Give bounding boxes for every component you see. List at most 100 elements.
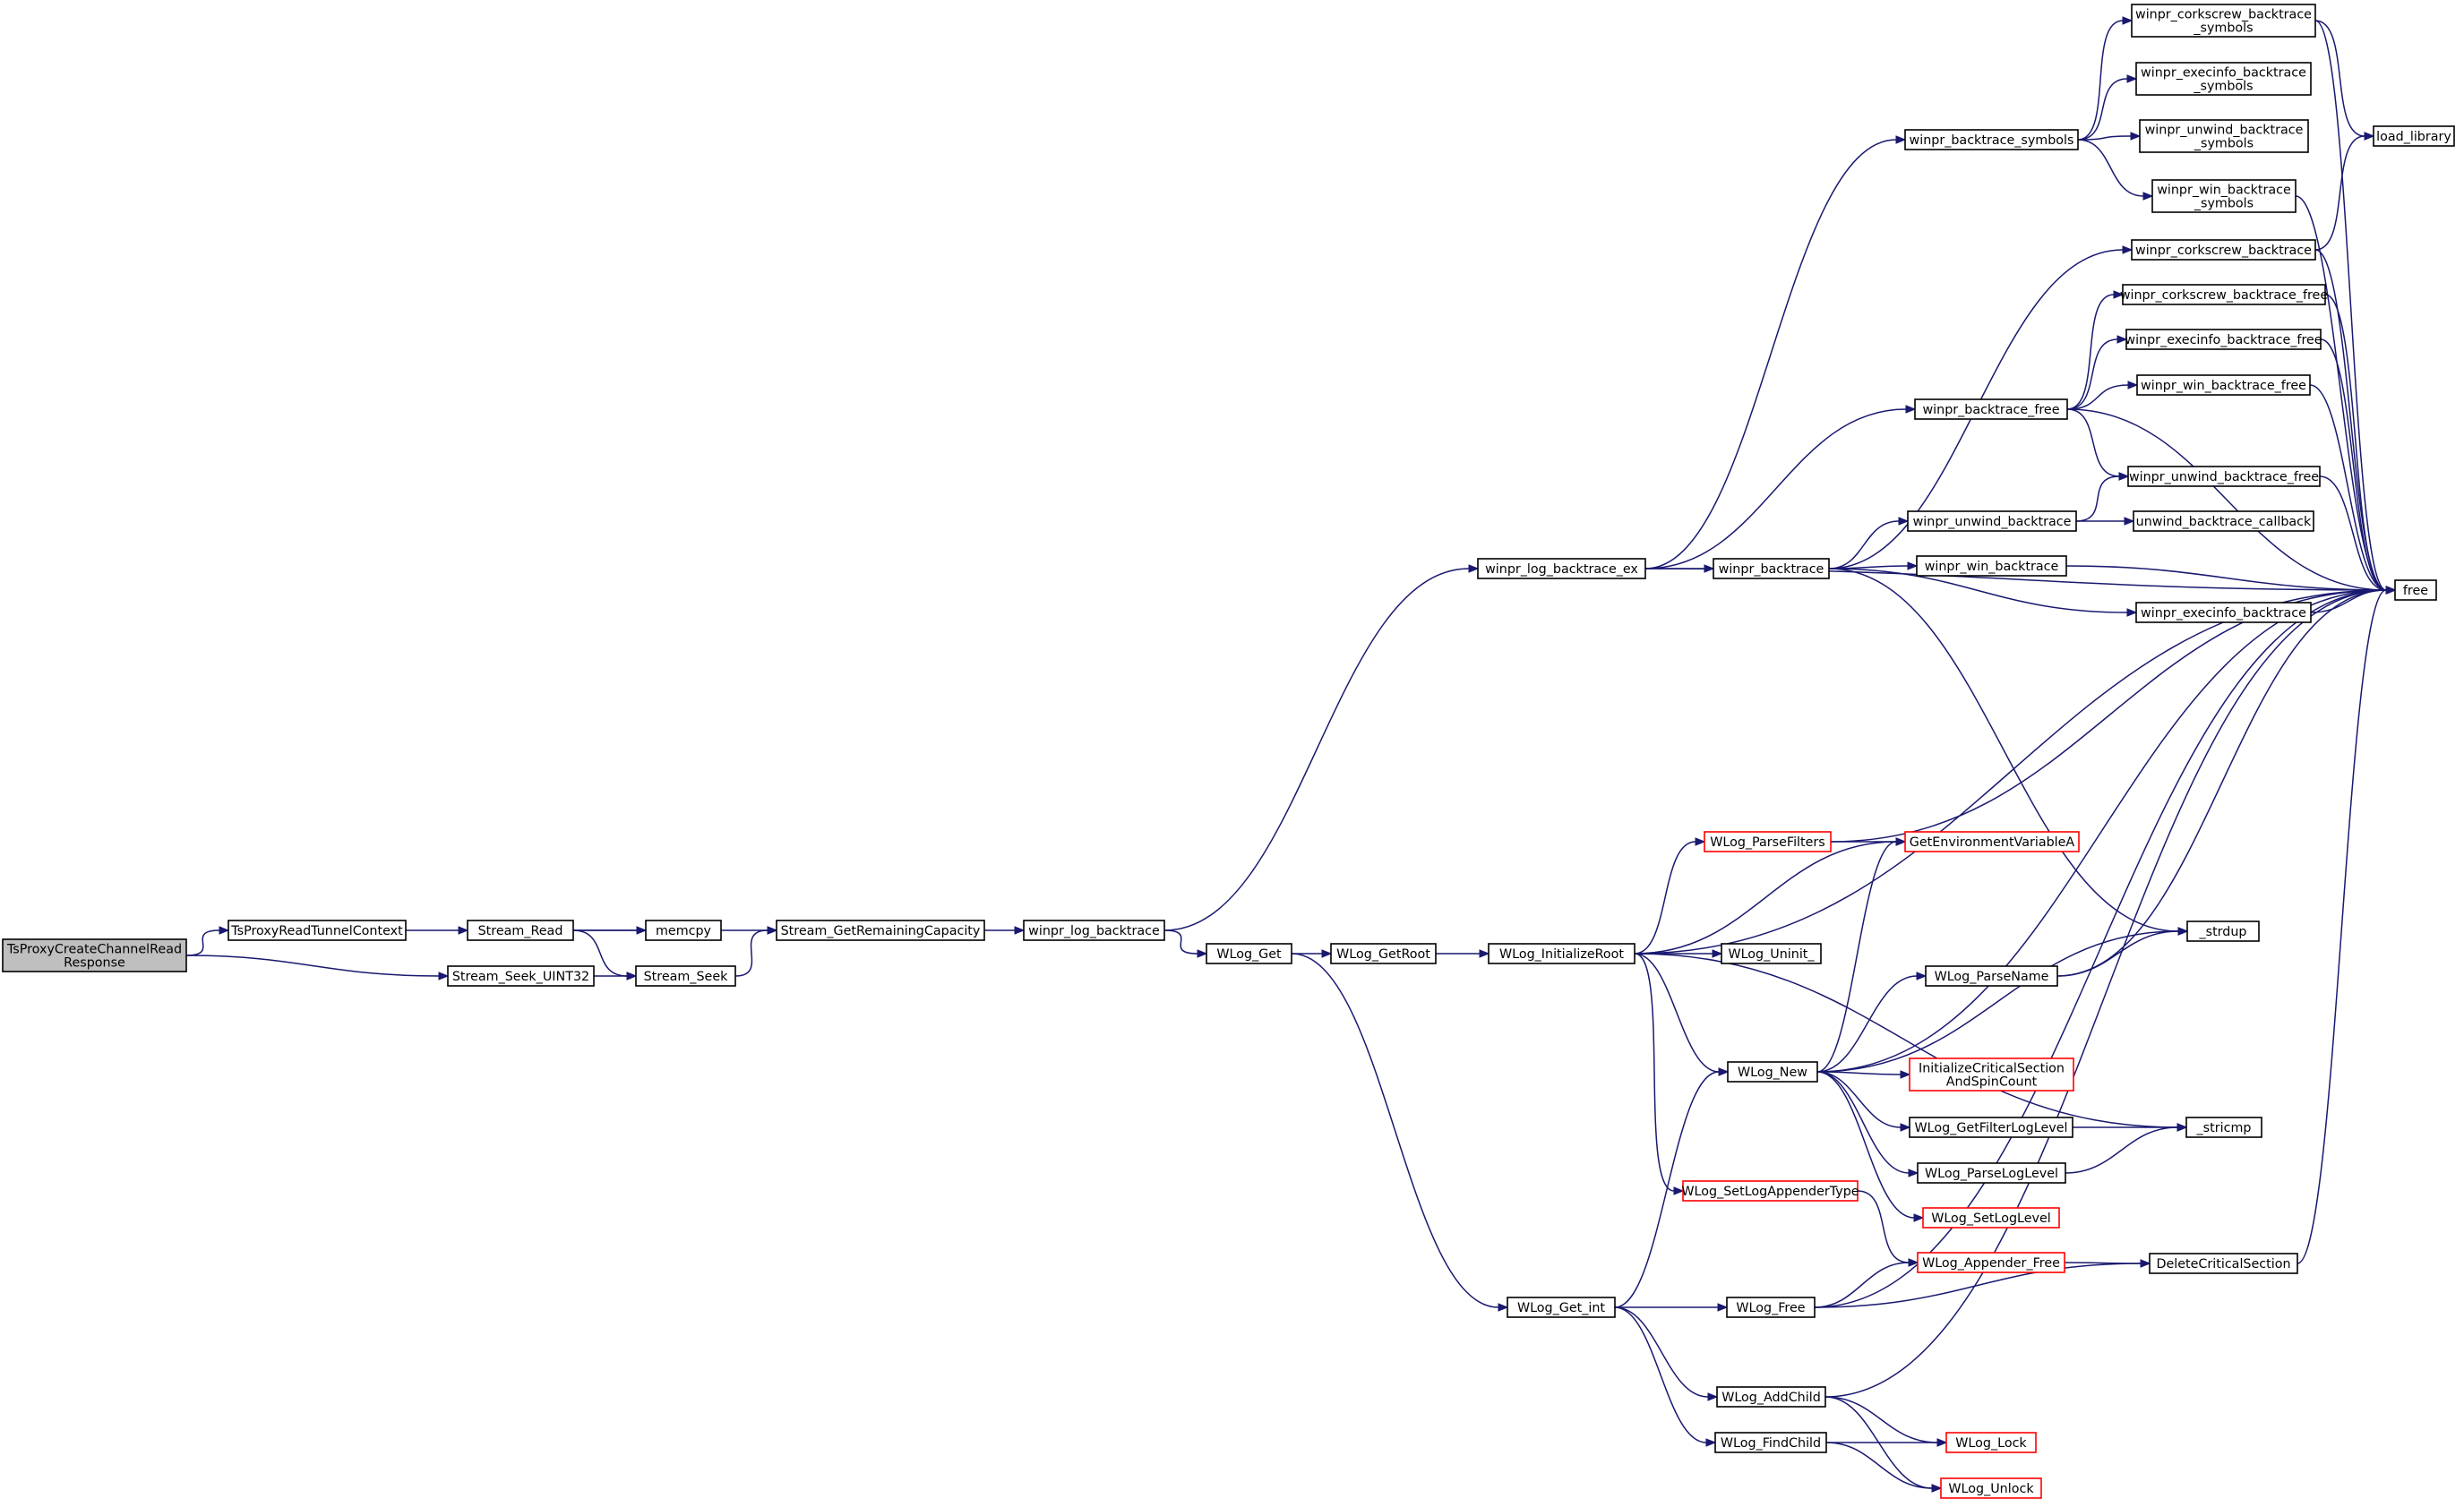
node-memcpy[interactable]: memcpy: [645, 920, 722, 941]
node-wlog-getroot[interactable]: WLog_GetRoot: [1330, 943, 1437, 964]
edge-tsproxy-create-to-tsproxy-read-tunnel: [185, 926, 230, 956]
node-box: [1925, 965, 2058, 987]
node-stream-read[interactable]: Stream_Read: [467, 920, 574, 941]
node-wlog-get[interactable]: WLog_Get: [1206, 943, 1292, 964]
edge-winpr-backtrace-free-to-execinfo-free: [2066, 335, 2128, 410]
node-box: [1909, 1117, 2073, 1138]
node-box: [2136, 374, 2311, 396]
edge-winpr-backtrace-to-execinfo-backtrace: [1828, 568, 2138, 617]
edge-winpr-unwind-backtrace-to-unwind-callback: [2075, 517, 2135, 526]
node-wlog-parsefilters[interactable]: WLog_ParseFilters: [1704, 831, 1832, 852]
node-box: [2, 938, 187, 972]
node-getenvironmentvariablea[interactable]: GetEnvironmentVariableA: [1904, 831, 2080, 852]
node-strdup[interactable]: _strdup: [2186, 920, 2260, 942]
edge-winpr-backtrace-symbols-to-win-symbols: [2077, 139, 2154, 201]
node-label: winpr_backtrace: [1719, 562, 1824, 577]
node-deletecritsec[interactable]: DeleteCriticalSection: [2149, 1253, 2298, 1274]
node-stream-getremaining[interactable]: Stream_GetRemainingCapacity: [776, 920, 985, 941]
node-label: WLog_ParseFilters: [1710, 835, 1825, 850]
node-win-symbols[interactable]: winpr_win_backtrace_symbols: [2151, 179, 2297, 213]
node-label: winpr_log_backtrace_ex: [1485, 562, 1638, 577]
edge-wlog-new-to-strdup: [1816, 927, 2189, 1073]
node-unwind-callback[interactable]: unwind_backtrace_callback: [2133, 510, 2314, 532]
node-label: InitializeCriticalSection: [1919, 1062, 2065, 1076]
node-label: _symbols: [2194, 137, 2254, 151]
node-label: winpr_backtrace_symbols: [1910, 133, 2074, 148]
edge-corkscrew-symbols-to-load-library: [2314, 20, 2375, 141]
node-corkscrew-free[interactable]: winpr_corkscrew_backtrace_free: [2120, 284, 2329, 305]
node-stream-seek[interactable]: Stream_Seek: [635, 965, 736, 987]
node-label: WLog_Get: [1216, 947, 1282, 962]
node-execinfo-symbols[interactable]: winpr_execinfo_backtrace_symbols: [2135, 62, 2312, 96]
node-win-free[interactable]: winpr_win_backtrace_free: [2136, 374, 2311, 396]
node-wlog-addchild[interactable]: WLog_AddChild: [1716, 1386, 1826, 1408]
node-box: [1704, 831, 1832, 852]
node-wlog-parseloglevel[interactable]: WLog_ParseLogLevel: [1917, 1162, 2066, 1184]
node-wlog-get-int[interactable]: WLog_Get_int: [1507, 1297, 1616, 1318]
node-box: [776, 920, 985, 941]
node-wlog-setloglevel[interactable]: WLog_SetLogLevel: [1922, 1207, 2060, 1229]
node-wlog-lock[interactable]: WLog_Lock: [1945, 1432, 2037, 1453]
node-winpr-backtrace[interactable]: winpr_backtrace: [1713, 558, 1830, 579]
node-corkscrew-symbols[interactable]: winpr_corkscrew_backtrace_symbols: [2131, 4, 2316, 38]
node-load-library[interactable]: load_library: [2373, 125, 2455, 147]
node-wlog-unlock[interactable]: WLog_Unlock: [1940, 1477, 2042, 1499]
node-box: [1922, 1207, 2060, 1229]
node-label: _strdup: [2198, 925, 2246, 939]
node-label: WLog_New: [1738, 1066, 1807, 1080]
node-winpr-log-backtrace-ex[interactable]: winpr_log_backtrace_ex: [1477, 558, 1646, 579]
edge-wlog-get-int-to-wlog-findchild: [1614, 1306, 1717, 1447]
node-stricmp[interactable]: _stricmp: [2185, 1117, 2262, 1138]
edge-wlog-setlogappendertype-to-wlog-appender-free: [1857, 1190, 1919, 1267]
node-label: Stream_GetRemainingCapacity: [781, 924, 981, 938]
edge-wlog-parsefilters-to-free: [1830, 586, 2397, 843]
edge-winpr-backtrace-free-to-win-free: [2066, 381, 2139, 410]
node-wlog-setlogappendertype[interactable]: WLog_SetLogAppenderType: [1681, 1180, 1859, 1202]
edge-stream-seek-uint32-to-stream-seek: [593, 972, 638, 980]
node-unwind-free[interactable]: winpr_unwind_backtrace_free: [2127, 466, 2321, 487]
edge-wlog-initializeroot-to-wlog-new: [1634, 953, 1730, 1076]
node-tsproxy-read-tunnel[interactable]: TsProxyReadTunnelContext: [228, 920, 407, 941]
node-execinfo-backtrace[interactable]: winpr_execinfo_backtrace: [2135, 602, 2312, 623]
node-label: WLog_Appender_Free: [1922, 1256, 2060, 1271]
node-box: [1945, 1432, 2037, 1453]
node-wlog-uninit[interactable]: WLog_Uninit_: [1721, 943, 1822, 964]
node-stream-seek-uint32[interactable]: Stream_Seek_UINT32: [447, 965, 595, 987]
edge-winpr-log-backtrace-ex-to-winpr-backtrace-free: [1644, 405, 1917, 569]
node-winpr-unwind-backtrace[interactable]: winpr_unwind_backtrace: [1907, 510, 2077, 532]
node-label: unwind_backtrace_callback: [2136, 515, 2312, 529]
edge-wlog-new-to-wlog-parsename: [1816, 972, 1927, 1073]
node-execinfo-free[interactable]: winpr_execinfo_backtrace_free: [2125, 329, 2322, 350]
node-box: [635, 965, 736, 987]
node-box: [1477, 558, 1646, 579]
node-unwind-symbols[interactable]: winpr_unwind_backtrace_symbols: [2139, 119, 2309, 153]
edge-tsproxy-read-tunnel-to-stream-read: [406, 926, 469, 935]
edge-wlog-new-to-free: [1816, 586, 2397, 1073]
node-label: winpr_execinfo_backtrace: [2141, 606, 2306, 621]
node-wlog-initializeroot[interactable]: WLog_InitializeRoot: [1488, 943, 1636, 964]
node-wlog-getfilterloglevel[interactable]: WLog_GetFilterLogLevel: [1909, 1117, 2073, 1138]
edge-winpr-backtrace-to-winpr-unwind-backtrace: [1828, 517, 1910, 569]
edge-deletecritsec-to-free: [2297, 586, 2397, 1264]
edge-wlog-initializeroot-to-getenvironmentvariablea: [1634, 837, 1907, 955]
node-winpr-backtrace-symbols[interactable]: winpr_backtrace_symbols: [1904, 129, 2079, 150]
node-wlog-new[interactable]: WLog_New: [1727, 1061, 1818, 1083]
node-wlog-free[interactable]: WLog_Free: [1726, 1297, 1816, 1318]
node-free[interactable]: free: [2394, 579, 2437, 601]
node-corkscrew-backtrace[interactable]: winpr_corkscrew_backtrace: [2131, 239, 2316, 261]
node-label: WLog_GetFilterLogLevel: [1915, 1121, 2068, 1135]
edge-wlog-new-to-initcritsec: [1816, 1070, 1911, 1079]
node-wlog-parsename[interactable]: WLog_ParseName: [1925, 965, 2058, 987]
edge-winpr-backtrace-to-strdup: [1828, 568, 2189, 936]
node-winpr-win-backtrace[interactable]: winpr_win_backtrace: [1916, 555, 2067, 577]
node-wlog-appender-free[interactable]: WLog_Appender_Free: [1917, 1252, 2065, 1273]
node-box: [1916, 555, 2067, 577]
node-box: [1917, 1162, 2066, 1184]
node-winpr-log-backtrace[interactable]: winpr_log_backtrace: [1023, 920, 1165, 941]
node-winpr-backtrace-free[interactable]: winpr_backtrace_free: [1914, 398, 2068, 420]
node-label: Stream_Seek_UINT32: [452, 970, 589, 984]
node-wlog-findchild[interactable]: WLog_FindChild: [1714, 1432, 1827, 1453]
